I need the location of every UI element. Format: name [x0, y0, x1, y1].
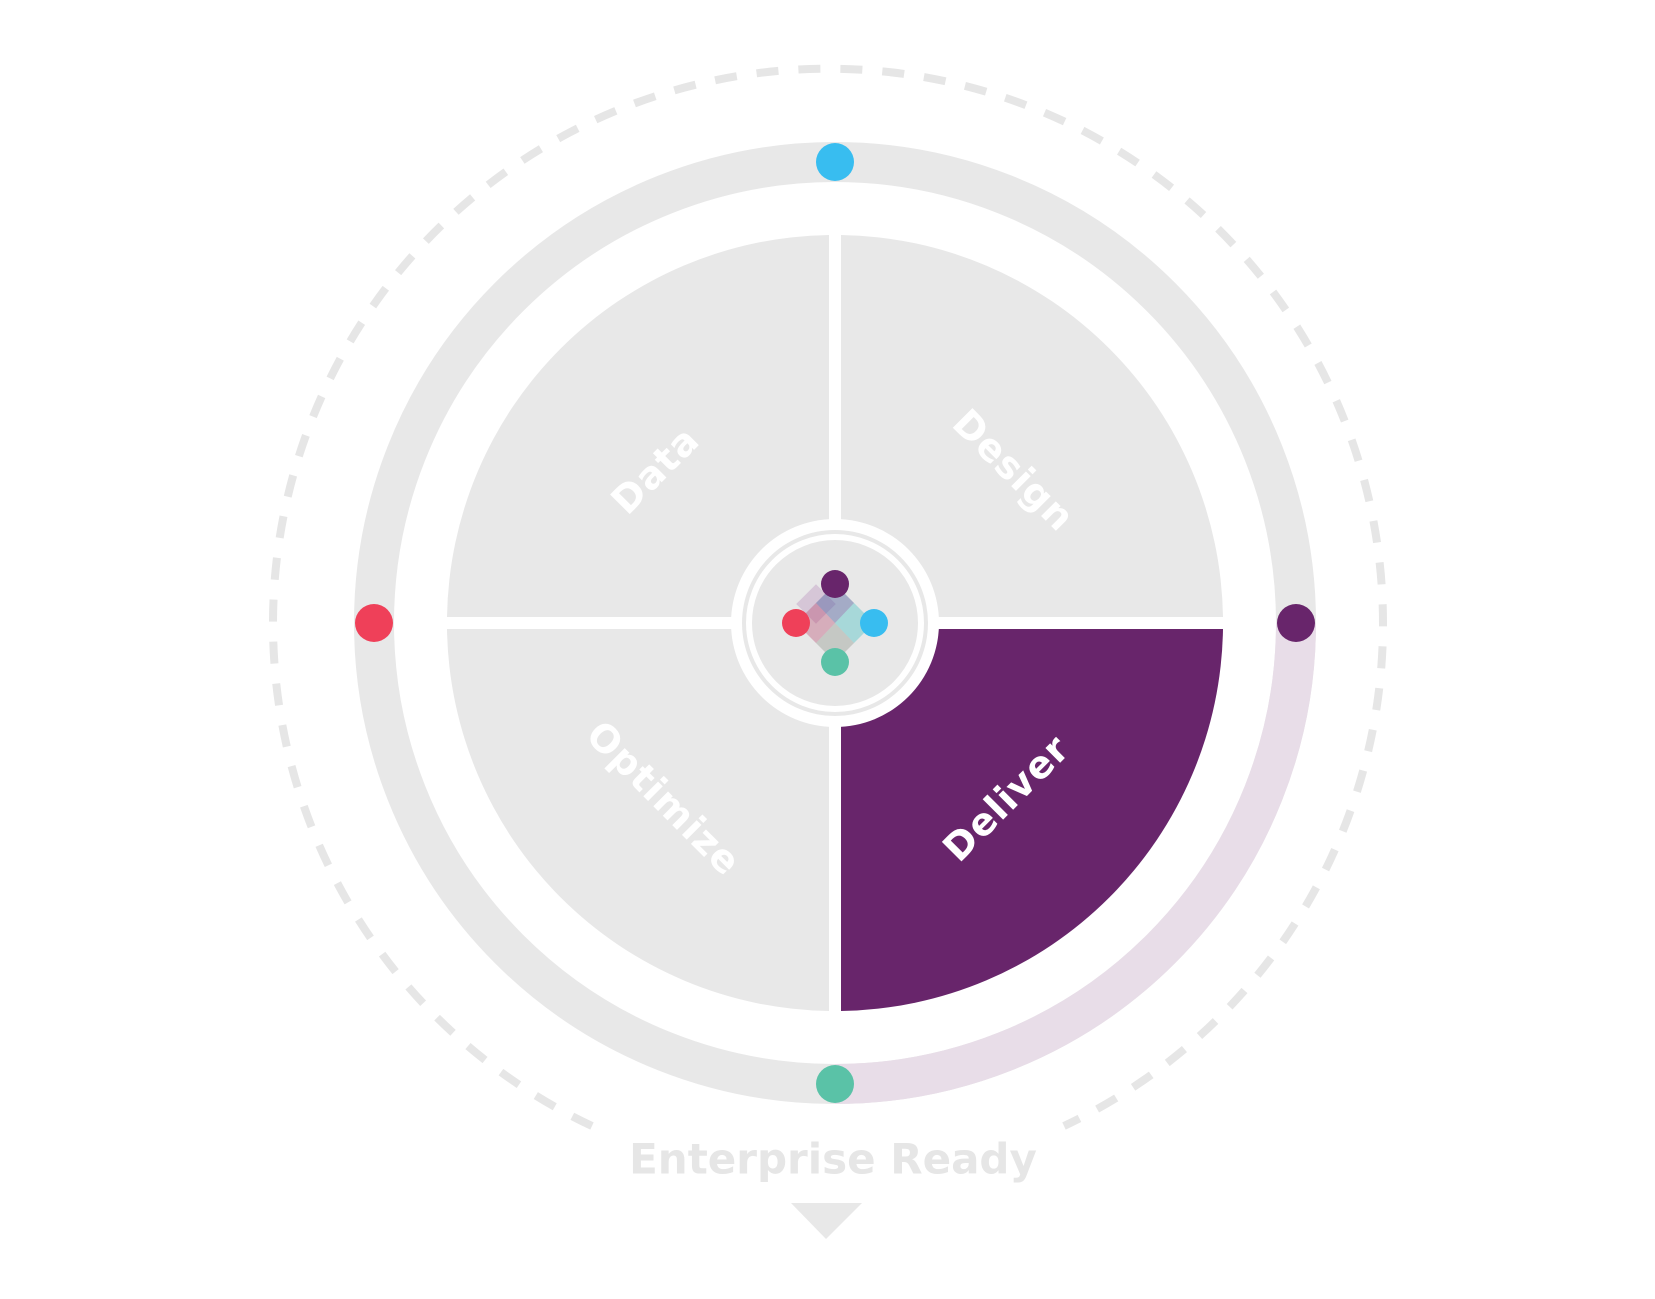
segment-data[interactable]	[447, 235, 829, 617]
caption-enterprise-ready: Enterprise Ready	[629, 1135, 1037, 1184]
logo-dot-green	[821, 648, 849, 676]
center-hub	[742, 530, 928, 716]
segment-design[interactable]	[841, 235, 1223, 617]
segment-deliver[interactable]	[841, 629, 1223, 1011]
logo-dot-red	[782, 609, 810, 637]
node-top[interactable]	[816, 143, 854, 181]
node-bottom[interactable]	[816, 1065, 854, 1103]
logo-dot-blue	[860, 609, 888, 637]
center-hub-inner-ring	[746, 534, 924, 712]
segment-optimize[interactable]	[447, 629, 829, 1011]
node-right[interactable]	[1277, 604, 1315, 642]
logo-dot-purple	[821, 570, 849, 598]
progress-arc	[834, 622, 1316, 1104]
node-left[interactable]	[355, 604, 393, 642]
logo-icon	[782, 570, 888, 676]
arrow-down-icon	[791, 1203, 862, 1239]
